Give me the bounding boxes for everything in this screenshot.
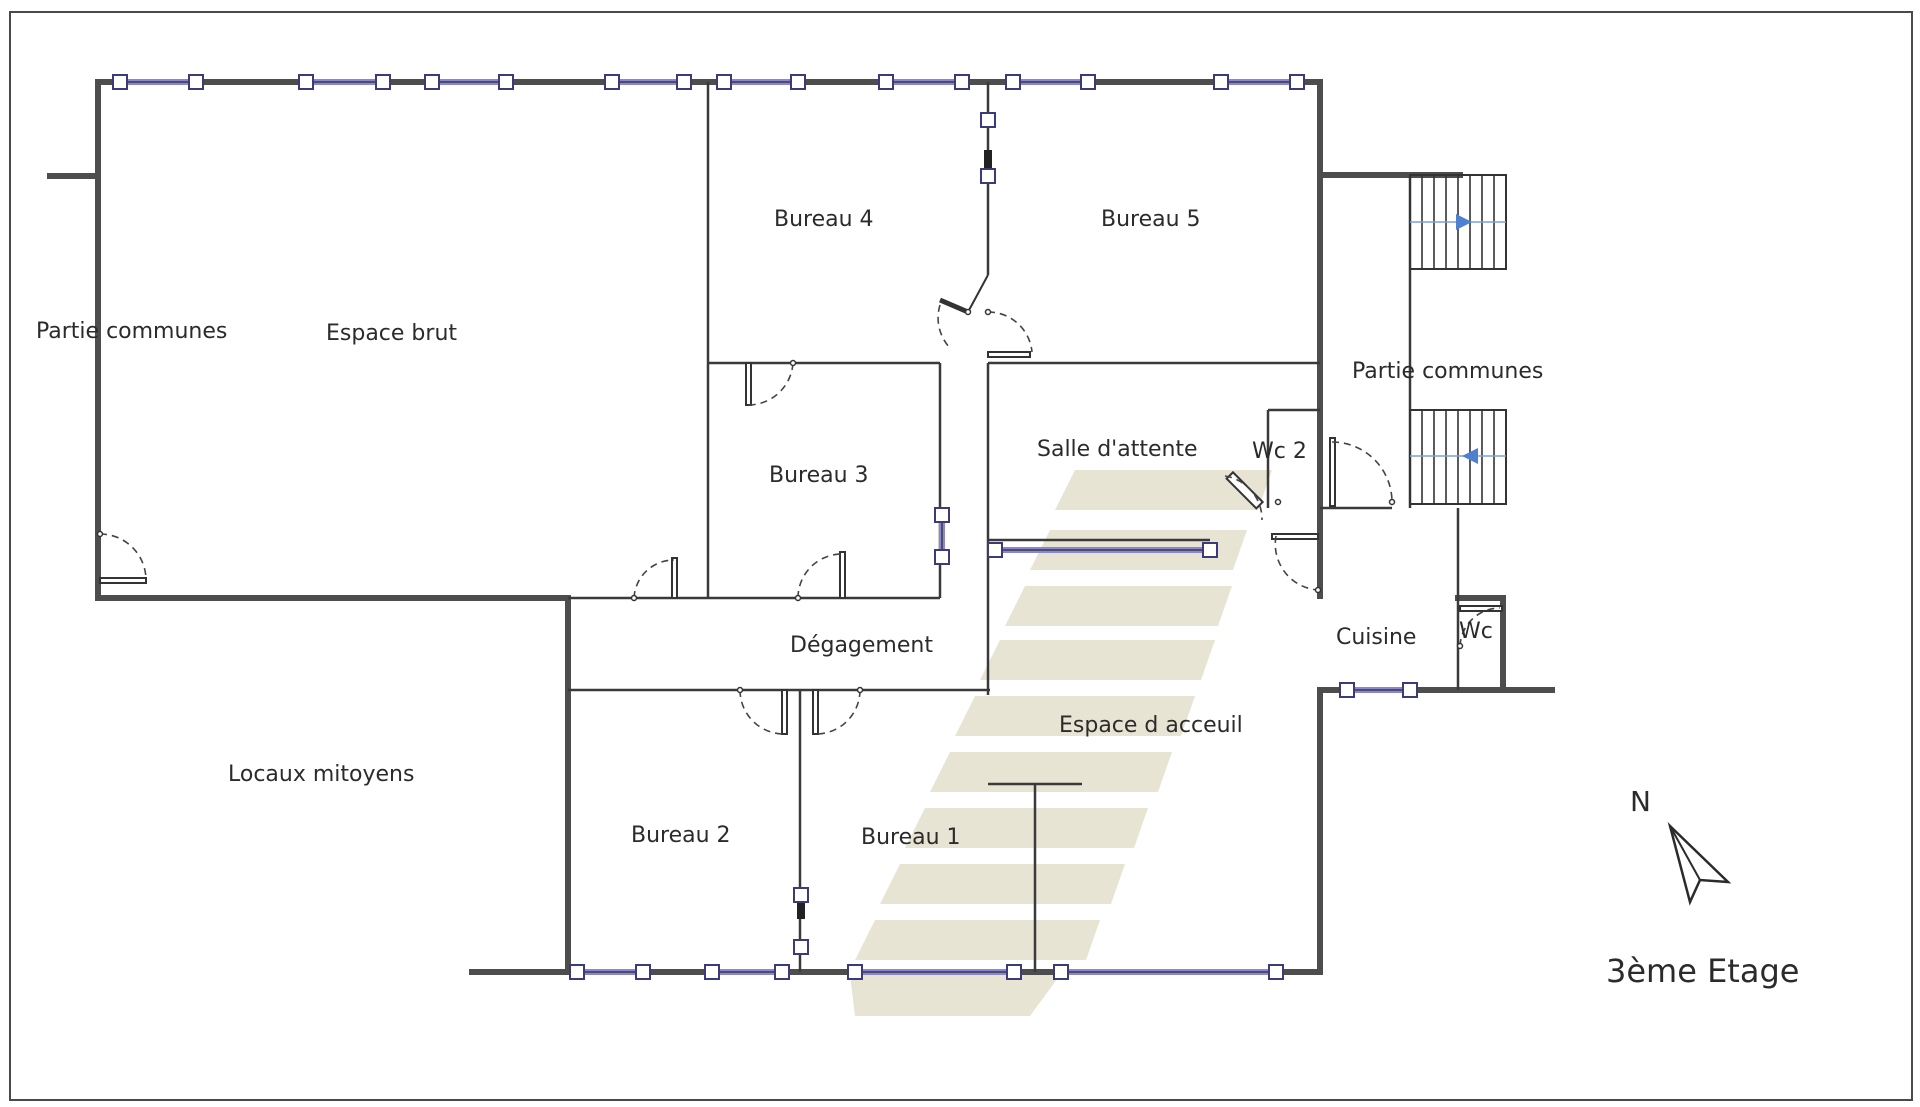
label-bureau-2: Bureau 2 [631,823,731,848]
label-degagement: Dégagement [790,633,933,658]
label-salle-attente: Salle d'attente [1037,437,1198,462]
label-cuisine: Cuisine [1336,625,1416,650]
watermark-logo [850,470,1272,1016]
north-letter: N [1630,785,1651,818]
drawing-frame [9,11,1913,1101]
partitions [568,82,1460,972]
staircase-north [1409,174,1507,270]
room-labels: Partie communes Espace brut Bureau 4 Bur… [36,207,1543,850]
stair-arrow-icon [1462,448,1478,464]
label-bureau-3: Bureau 3 [769,463,869,488]
north-arrow: N [1630,785,1732,906]
windows [112,74,1418,980]
label-locaux-mitoyens: Locaux mitoyens [228,762,414,787]
label-bureau-4: Bureau 4 [774,207,874,232]
label-espace-brut: Espace brut [326,321,457,346]
floor-title: 3ème Etage [1606,952,1799,990]
label-bureau-5: Bureau 5 [1101,207,1201,232]
doors [96,274,1503,735]
label-espace-accueil: Espace d acceuil [1059,713,1243,738]
stair-arrow-icon [1456,214,1472,230]
label-partie-communes-west: Partie communes [36,319,227,344]
label-wc-2: Wc 2 [1252,439,1307,464]
staircase-south [1409,409,1507,505]
label-partie-communes-east: Partie communes [1352,359,1543,384]
label-bureau-1: Bureau 1 [861,825,961,850]
label-wc: Wc [1459,619,1493,644]
compass-arrow-icon [1667,821,1732,906]
